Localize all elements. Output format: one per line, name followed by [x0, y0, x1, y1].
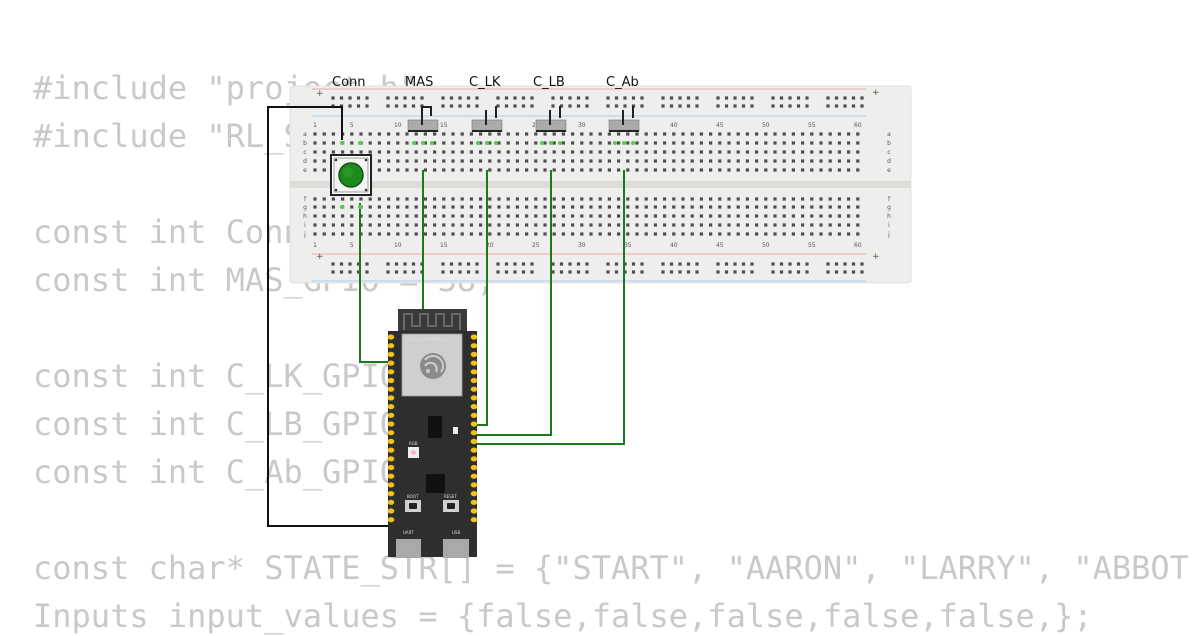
breadboard[interactable]: 1155101015152020252530303535404045455050…: [289, 85, 912, 284]
breadboard-row-letter: h: [303, 213, 307, 220]
breadboard-column-number: 40: [670, 242, 678, 249]
breadboard-column-number: 10: [394, 242, 402, 249]
label-conn: Conn: [332, 75, 366, 90]
breadboard-row-letter: j: [887, 231, 890, 238]
breadboard-row-letter: d: [887, 158, 891, 165]
breadboard-row-letter: a: [303, 131, 307, 138]
wire-c-lb[interactable]: [475, 170, 552, 436]
breadboard-column-number: 55: [808, 242, 816, 249]
rail-plus-symbol-tr: +: [872, 88, 880, 98]
antenna-area: [398, 309, 467, 333]
uart-label: UART: [403, 530, 414, 535]
rail-plus-symbol-bl: +: [316, 252, 324, 262]
breadboard-column-number: 15: [440, 242, 448, 249]
breadboard-row-letter: j: [303, 231, 306, 238]
breadboard-rail-holes: [331, 96, 864, 274]
push-button-conn[interactable]: [330, 154, 372, 196]
code-line: Inputs input_values = {false,false,false…: [33, 597, 1093, 635]
header-pins: [387, 334, 478, 523]
breadboard-row-letter: g: [887, 204, 891, 211]
breadboard-column-number: 10: [394, 122, 402, 129]
wire-conn-ground[interactable]: [267, 106, 390, 527]
code-line: #include "RL_S: [33, 117, 303, 155]
slide-switch-c-lb[interactable]: [535, 106, 567, 132]
breadboard-column-number: 25: [532, 242, 540, 249]
breadboard-row-letter: i: [888, 222, 890, 229]
breadboard-row-letter: b: [303, 140, 307, 147]
breadboard-column-number: 40: [670, 122, 678, 129]
breadboard-column-number: 50: [762, 242, 770, 249]
module-text: ESP32-S3-WROOM-1: [405, 337, 446, 342]
chip-ldo: [428, 416, 442, 438]
breadboard-row-letter: c: [887, 149, 890, 156]
breadboard-row-letter: e: [887, 167, 891, 174]
breadboard-column-number: 5: [350, 122, 354, 129]
boot-label: BOOT: [407, 494, 419, 499]
slide-switch-c-ab[interactable]: [608, 106, 640, 132]
esp32-s3-devkit[interactable]: ESP32-S3-WROOM-1 RGB BOOT RESET UART USB: [387, 309, 478, 558]
breadboard-row-letter: g: [303, 204, 307, 211]
reset-button[interactable]: [443, 500, 459, 512]
wire-c-lk[interactable]: [475, 170, 488, 426]
breadboard-column-number: 30: [578, 242, 586, 249]
breadboard-row-letter: b: [887, 140, 891, 147]
label-c-ab: C_Ab: [606, 75, 639, 90]
code-line: const char* STATE_STR[] = {"START", "AAR…: [33, 549, 1189, 587]
breadboard-column-number: 15: [440, 122, 448, 129]
wire-c-ab[interactable]: [475, 170, 625, 445]
breadboard-column-number: 1: [313, 122, 317, 129]
antenna-trace: [403, 313, 461, 330]
chip-usb-uart: [426, 474, 445, 493]
breadboard-center-channel: [290, 181, 911, 188]
smd-component: [453, 427, 458, 434]
connection-highlights: [340, 141, 635, 209]
breadboard-row-letter: a: [887, 131, 891, 138]
breadboard-column-number: 30: [578, 122, 586, 129]
breadboard-column-number: 45: [716, 242, 724, 249]
breadboard-column-number: 50: [762, 122, 770, 129]
boot-button[interactable]: [405, 500, 421, 512]
reset-label: RESET: [444, 494, 457, 499]
wires[interactable]: [267, 106, 625, 527]
breadboard-row-letter: i: [304, 222, 306, 229]
breadboard-column-number: 45: [716, 122, 724, 129]
label-c-lb: C_LB: [533, 75, 565, 90]
rail-plus-symbol-br: +: [872, 252, 880, 262]
breadboard-column-number: 20: [486, 242, 494, 249]
rail-plus-symbol-tl: +: [316, 89, 324, 99]
rgb-label: RGB: [409, 441, 418, 446]
breadboard-row-letter: f: [888, 196, 891, 203]
usb-port[interactable]: [443, 539, 469, 558]
slide-switch-c-lk[interactable]: [471, 106, 503, 132]
breadboard-row-letter: e: [303, 167, 307, 174]
breadboard-column-number: 35: [624, 242, 632, 249]
breadboard-column-number: 5: [350, 242, 354, 249]
breadboard-column-number: 60: [854, 122, 862, 129]
breadboard-column-number: 1: [313, 242, 317, 249]
label-mas: MAS: [405, 75, 433, 90]
breadboard-row-letter: h: [887, 213, 891, 220]
usb-label: USB: [452, 530, 460, 535]
uart-usb-port[interactable]: [396, 539, 421, 558]
breadboard-column-numbers: 1155101015152020252530303535404045455050…: [313, 122, 862, 249]
breadboard-column-number: 60: [854, 242, 862, 249]
breadboard-column-number: 55: [808, 122, 816, 129]
breadboard-row-letter: f: [304, 196, 307, 203]
breadboard-row-letter: d: [303, 158, 307, 165]
label-c-lk: C_LK: [469, 75, 501, 90]
breadboard-row-letter: c: [303, 149, 306, 156]
slide-switch-mas[interactable]: [407, 106, 439, 132]
wire-conn-signal[interactable]: [359, 203, 390, 363]
espressif-logo-icon: [420, 353, 446, 379]
